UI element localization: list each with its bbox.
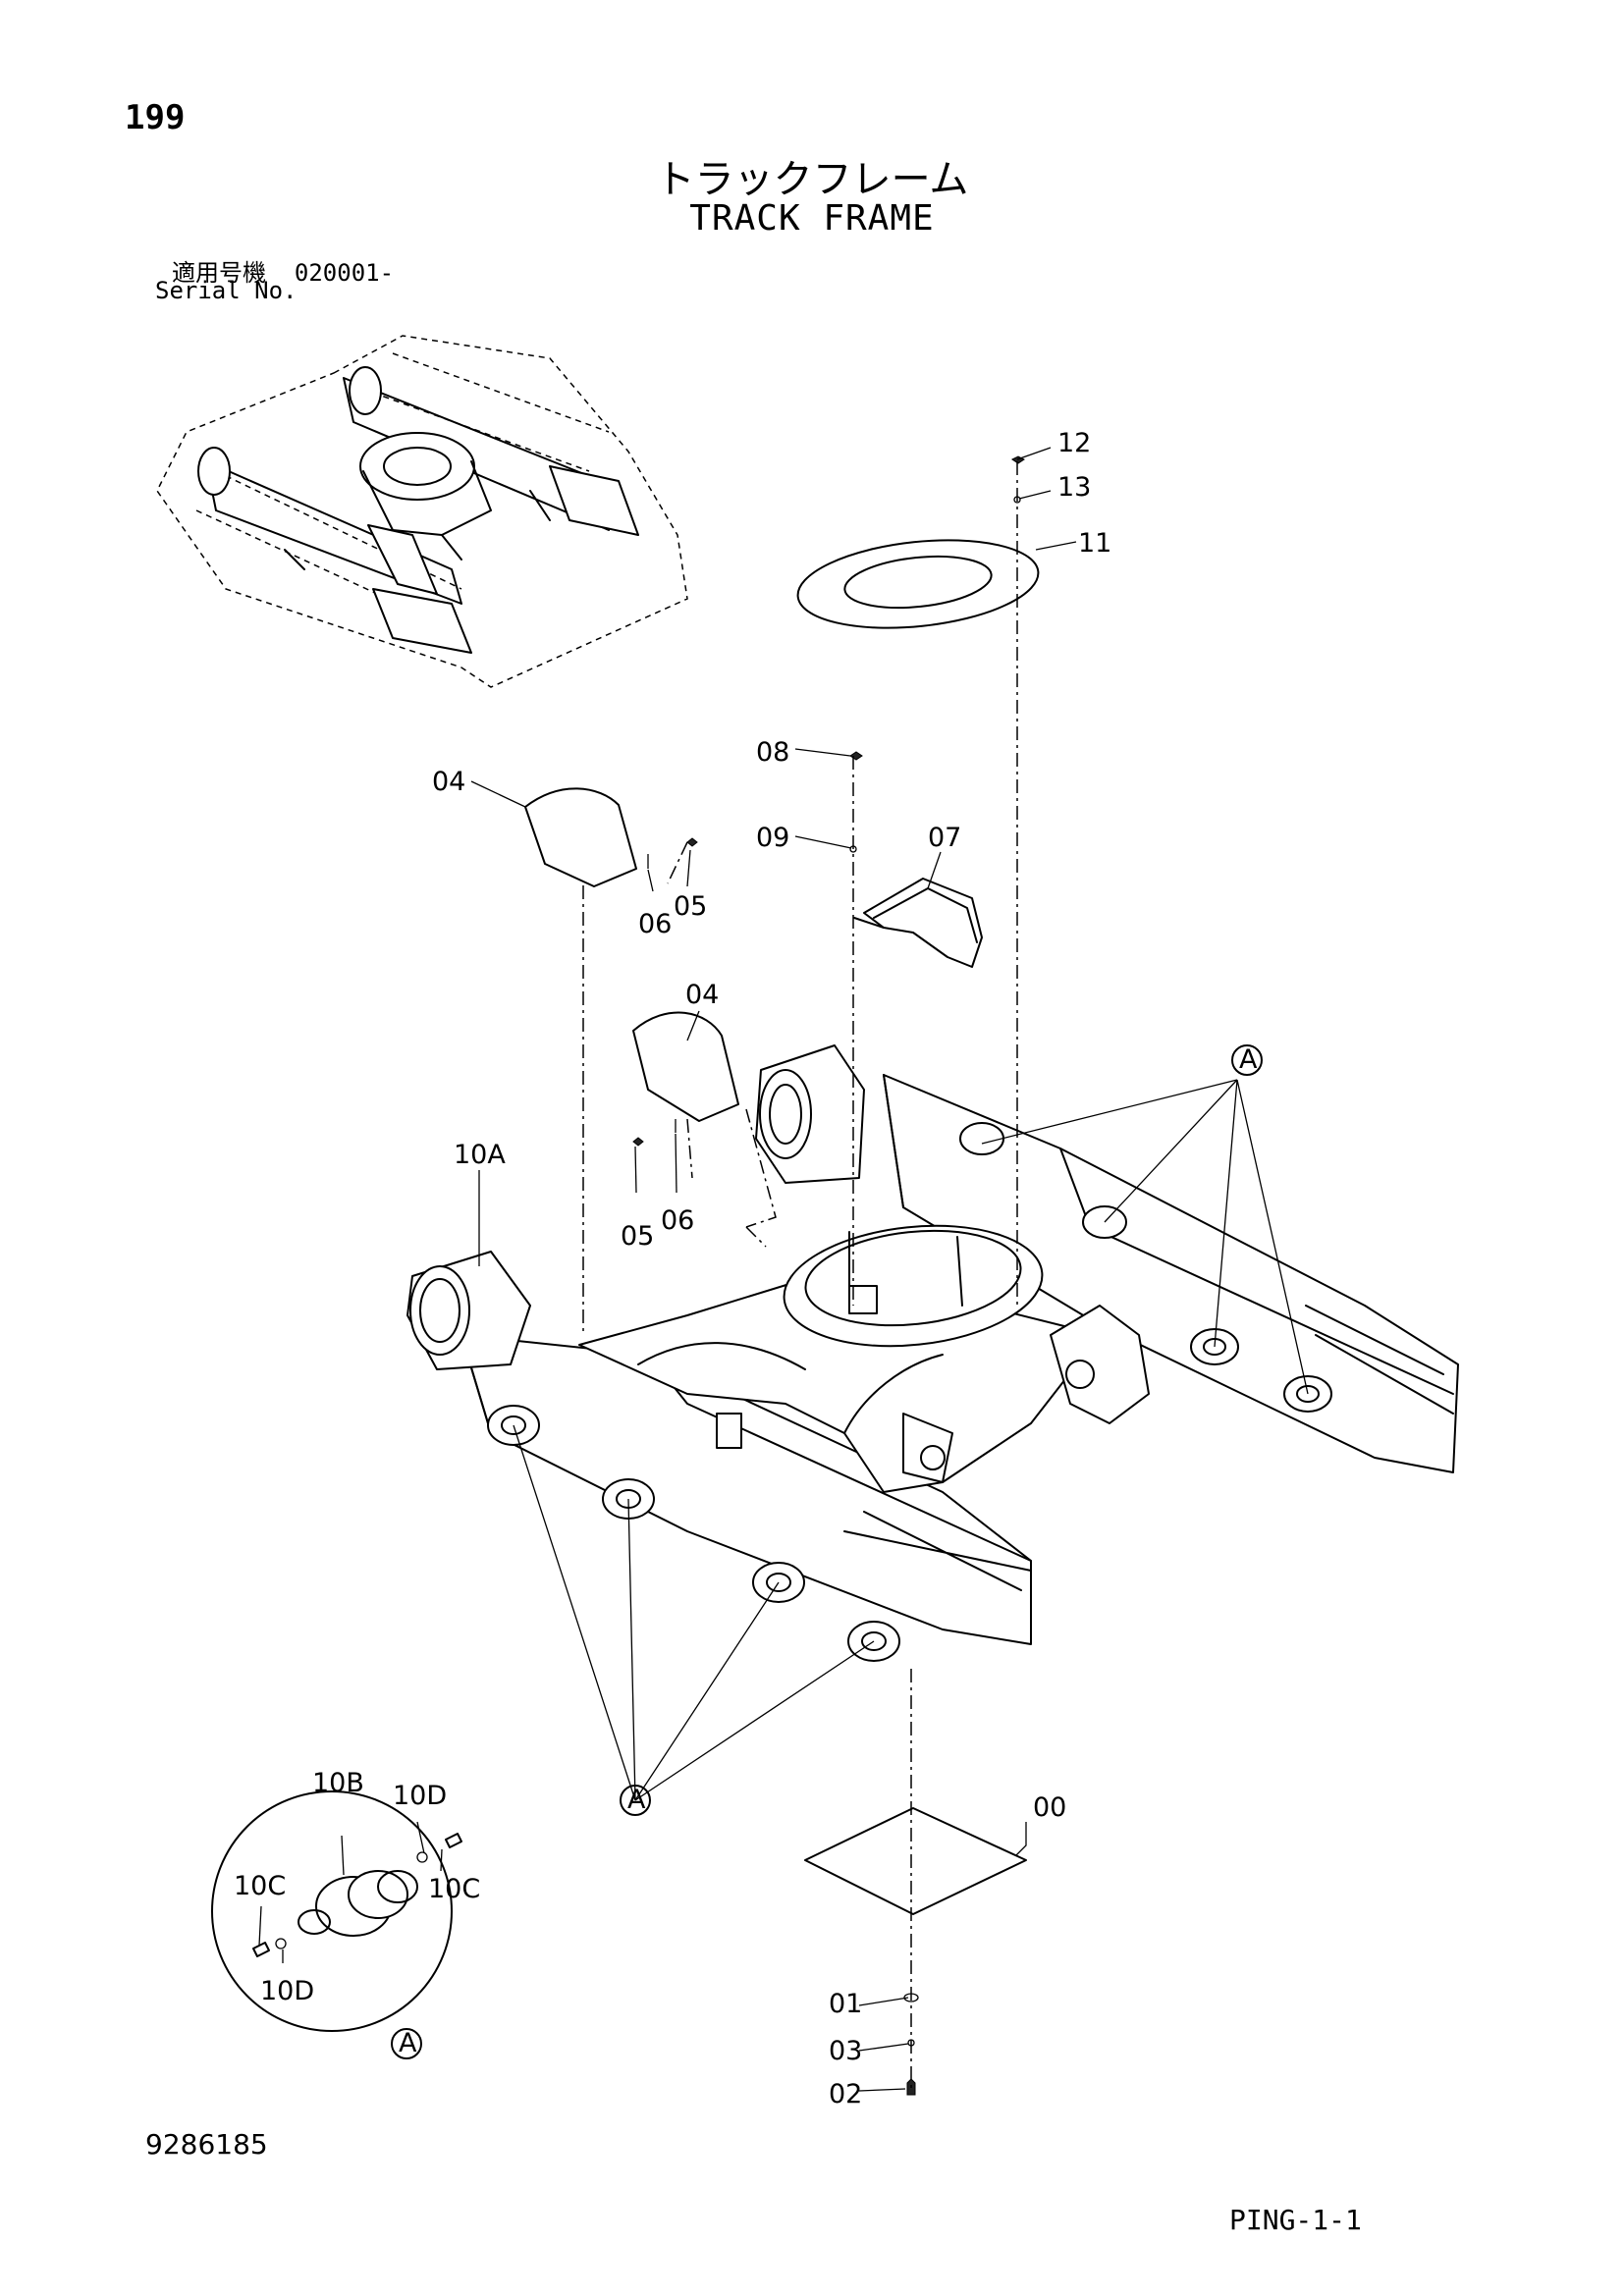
part-11-centering-ring bbox=[796, 539, 1040, 629]
part-00-under-cover bbox=[804, 1807, 1027, 1915]
part-10a-track-frame bbox=[406, 1044, 1459, 1645]
callout-07: 07 bbox=[928, 823, 961, 853]
ref-a-lower: A bbox=[627, 1785, 646, 1815]
diagram-title-english: TRACK FRAME bbox=[689, 198, 935, 239]
callout-09: 09 bbox=[756, 823, 789, 853]
callout-13: 13 bbox=[1057, 472, 1091, 503]
diagram-title-japanese: トラックフレーム bbox=[655, 157, 969, 202]
sheet-code: PING-1-1 bbox=[1229, 2204, 1362, 2236]
callout-04-upper: 04 bbox=[432, 767, 465, 797]
callout-10a: 10A bbox=[454, 1140, 506, 1170]
detail-callout-10c-left: 10C bbox=[234, 1871, 286, 1901]
callout-05-upper: 05 bbox=[674, 891, 707, 922]
part-04-lower-cover bbox=[632, 1011, 739, 1122]
callout-02: 02 bbox=[829, 2079, 862, 2109]
detail-callout-10b: 10B bbox=[312, 1768, 364, 1798]
callout-01: 01 bbox=[829, 1989, 862, 2019]
callout-05-lower: 05 bbox=[621, 1221, 654, 1252]
ref-a-circle-detail bbox=[391, 2028, 422, 2059]
part-07-cover bbox=[853, 878, 983, 968]
leader-lines bbox=[470, 447, 1309, 2092]
document-number: 9286185 bbox=[145, 2128, 268, 2161]
ref-a-upper: A bbox=[1239, 1044, 1258, 1075]
serial-applicability: 適用号機 020001- bbox=[172, 253, 394, 288]
callout-04-lower: 04 bbox=[685, 980, 719, 1010]
part-08-bolt bbox=[849, 751, 863, 761]
callout-03: 03 bbox=[829, 2036, 862, 2066]
ref-a-circle-upper bbox=[1231, 1044, 1263, 1076]
serial-label-japanese: 適用号機 bbox=[172, 259, 266, 287]
overview-thumbnail bbox=[156, 335, 688, 688]
callout-06-upper: 06 bbox=[638, 909, 672, 939]
ref-a-detail: A bbox=[399, 2028, 417, 2058]
callout-06-lower: 06 bbox=[661, 1205, 694, 1236]
assembly-lines bbox=[582, 461, 1018, 2091]
callout-00: 00 bbox=[1033, 1792, 1066, 1823]
serial-value: 020001- bbox=[294, 259, 395, 287]
callout-08: 08 bbox=[756, 737, 789, 768]
callout-11: 11 bbox=[1078, 528, 1111, 559]
detail-callout-10c-right: 10C bbox=[428, 1874, 480, 1904]
detail-a-roller-assembly bbox=[211, 1790, 462, 2032]
callout-12: 12 bbox=[1057, 428, 1091, 458]
part-04-upper-cover bbox=[524, 787, 637, 887]
ref-a-circle-lower bbox=[620, 1785, 651, 1816]
serial-label-english: Serial No. bbox=[155, 277, 298, 304]
page-number: 199 bbox=[125, 98, 186, 137]
detail-callout-10d-bottom: 10D bbox=[260, 1976, 314, 2006]
part-05-06-fasteners bbox=[632, 837, 698, 1147]
detail-callout-10d-top: 10D bbox=[393, 1781, 447, 1811]
